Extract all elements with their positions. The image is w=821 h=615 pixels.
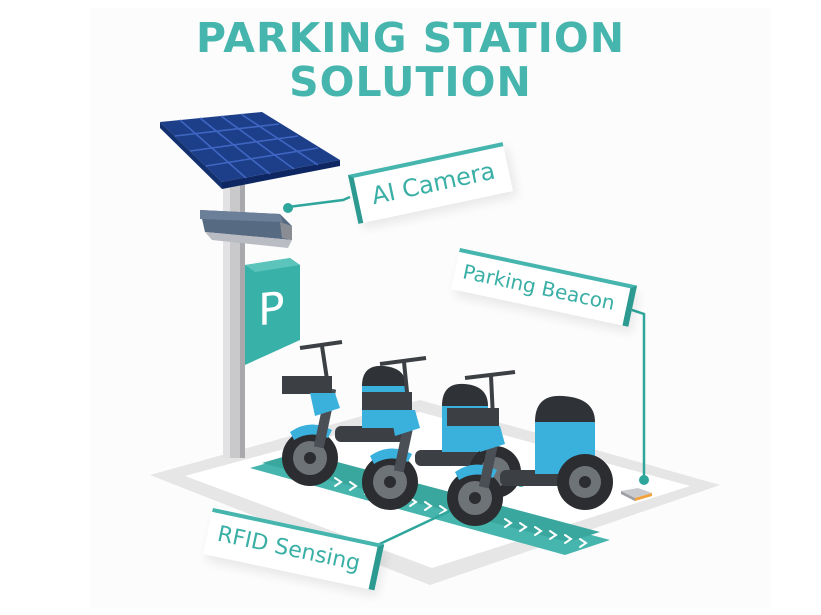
scooter xyxy=(282,340,613,526)
parking-sign-glyph: P xyxy=(258,282,285,337)
ai-camera-device xyxy=(200,210,292,248)
parking-beacon-device xyxy=(621,488,652,501)
page-title-line-1: PARKING STATION xyxy=(195,14,626,62)
page-title-line-2: SOLUTION xyxy=(289,58,532,106)
solar-panel xyxy=(160,112,340,189)
parking-sign xyxy=(245,258,300,365)
